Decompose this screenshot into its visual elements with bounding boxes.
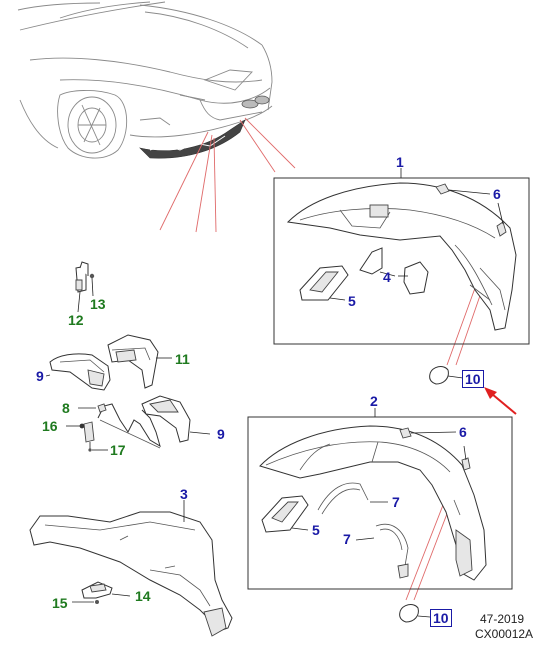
callout-6-lower: 6 [459, 424, 467, 440]
date-code: 47-2019 [480, 612, 525, 626]
vehicle-rear-view [17, 1, 273, 159]
callout-7-upper: 7 [392, 494, 400, 510]
callout-8: 8 [62, 400, 70, 416]
callout-12: 12 [68, 312, 84, 328]
assembly-box-1 [273, 168, 530, 345]
callout-17: 17 [110, 442, 126, 458]
callout-7-lower: 7 [343, 531, 351, 547]
parts-9-11-upper [45, 334, 172, 391]
callout-16: 16 [42, 418, 58, 434]
parts-12-13 [75, 261, 95, 313]
callout-5-lower: 5 [312, 522, 320, 538]
red-pointer-arrow [484, 387, 517, 415]
part-3-undertray [29, 500, 233, 637]
figure-id: CX00012A [475, 627, 534, 641]
parts-8-9-16-17 [66, 395, 211, 452]
callout-10-lower: 10 [430, 609, 452, 627]
callout-11: 11 [175, 351, 190, 367]
callout-15: 15 [52, 595, 68, 611]
callout-10-upper: 10 [462, 370, 484, 388]
part-10-cap-lower [399, 604, 431, 623]
callout-4: 4 [383, 269, 391, 285]
callout-13: 13 [90, 296, 106, 312]
callout-9-lower: 9 [217, 426, 225, 442]
callout-6-upper: 6 [493, 186, 501, 202]
part-10-cap-upper [429, 366, 464, 385]
assembly-box-2 [247, 408, 513, 590]
parts-14-15 [72, 581, 131, 604]
callout-1: 1 [396, 154, 404, 170]
callout-3: 3 [180, 486, 188, 502]
callout-5-upper: 5 [348, 293, 356, 309]
callout-9-upper: 9 [36, 368, 44, 384]
callout-2: 2 [370, 393, 378, 409]
callout-14: 14 [135, 588, 151, 604]
